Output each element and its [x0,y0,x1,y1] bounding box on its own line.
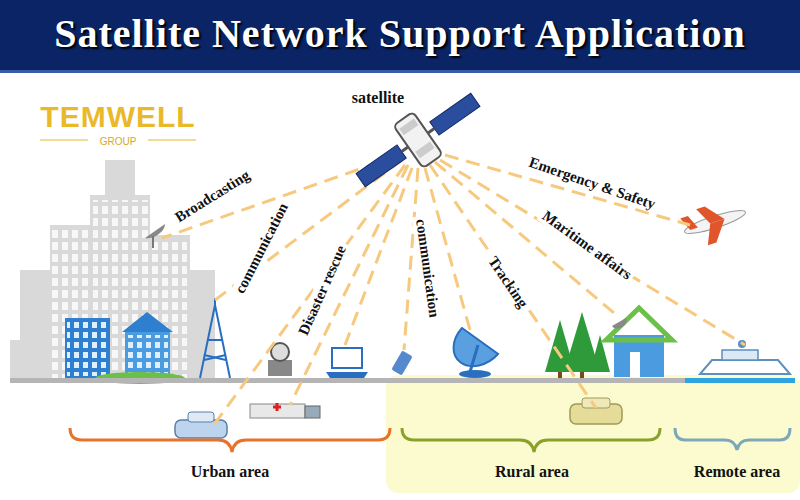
satellite-label: satellite [352,89,404,107]
area-label: Rural area [492,463,572,481]
area-label: Urban area [188,463,272,481]
beam-label: communication [231,197,293,298]
beam-label: Broadcasting [169,165,255,227]
title-text: Satellite Network Support Application [54,12,745,56]
beam-label: Emergency & Safety [524,153,660,214]
beam-label: Maritime affairs [537,205,637,284]
beam-label: Disaster rescue [294,240,351,340]
logo-text: TEMWELL [40,100,195,133]
area-label: Remote area [691,463,783,481]
logo-subtext: GROUP [97,136,140,147]
beam-label: communication [413,215,444,321]
beam-label: Tracking [483,251,533,313]
